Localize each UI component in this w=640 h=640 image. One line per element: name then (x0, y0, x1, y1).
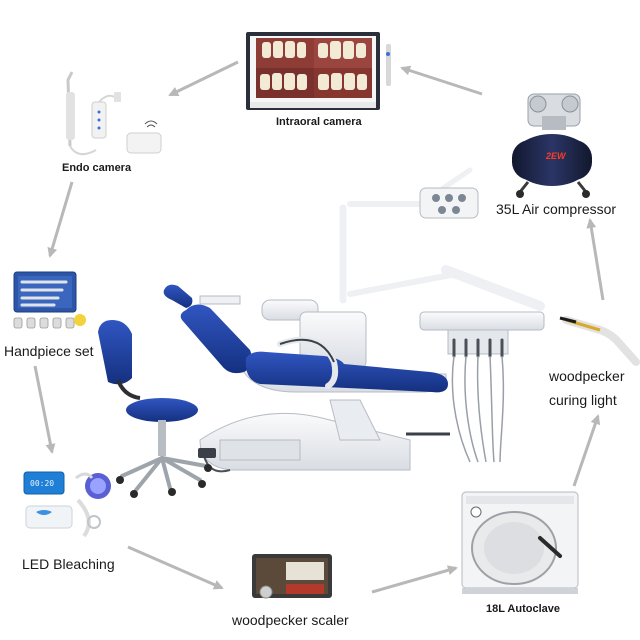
compressor-badge: 2EW (546, 151, 566, 161)
operating-light (419, 187, 479, 219)
handpiece-set-label: Handpiece set (4, 343, 94, 359)
air-compressor-label: 35L Air compressor (496, 201, 617, 217)
endo-camera-receiver (126, 132, 162, 154)
bleaching-display-readout: 00:20 (30, 479, 55, 488)
handpiece-set (13, 271, 86, 329)
led-bleaching (23, 471, 111, 538)
arrow-scaler-to-autoclave (371, 565, 458, 594)
arrow-intraoral-to-endo (168, 60, 239, 97)
intraoral-camera-monitor (246, 32, 391, 110)
curing-light-label-line2: curing light (549, 392, 617, 408)
endo-camera-label: Endo camera (62, 162, 132, 174)
bleaching-display (23, 471, 65, 495)
intraoral-camera-wand (386, 44, 391, 86)
led-bleaching-label: LED Bleaching (22, 556, 115, 572)
flow-arrows (33, 60, 605, 594)
arrow-handpiece-to-bleaching (33, 365, 56, 454)
air-compressor (512, 93, 592, 198)
woodpecker-scaler (252, 554, 332, 599)
arrow-endo-to-handpiece (47, 181, 74, 258)
endo-camera (66, 71, 162, 156)
autoclave-label: 18L Autoclave (486, 603, 560, 615)
intraoral-camera-label: Intraoral camera (276, 116, 362, 128)
arrow-curing-to-compressor (586, 218, 605, 301)
curing-light (559, 316, 640, 366)
dentist-stool (98, 320, 212, 498)
woodpecker-scaler-label: woodpecker scaler (232, 612, 349, 628)
arrow-autoclave-to-curing (572, 414, 601, 487)
instrument-tray (419, 311, 545, 331)
arrow-compressor-to-intraoral (400, 65, 483, 96)
dental-chair-unit (163, 167, 545, 473)
curing-light-label-line1: woodpecker (549, 368, 625, 384)
autoclave (461, 491, 579, 594)
arrow-bleaching-to-scaler (127, 545, 224, 590)
